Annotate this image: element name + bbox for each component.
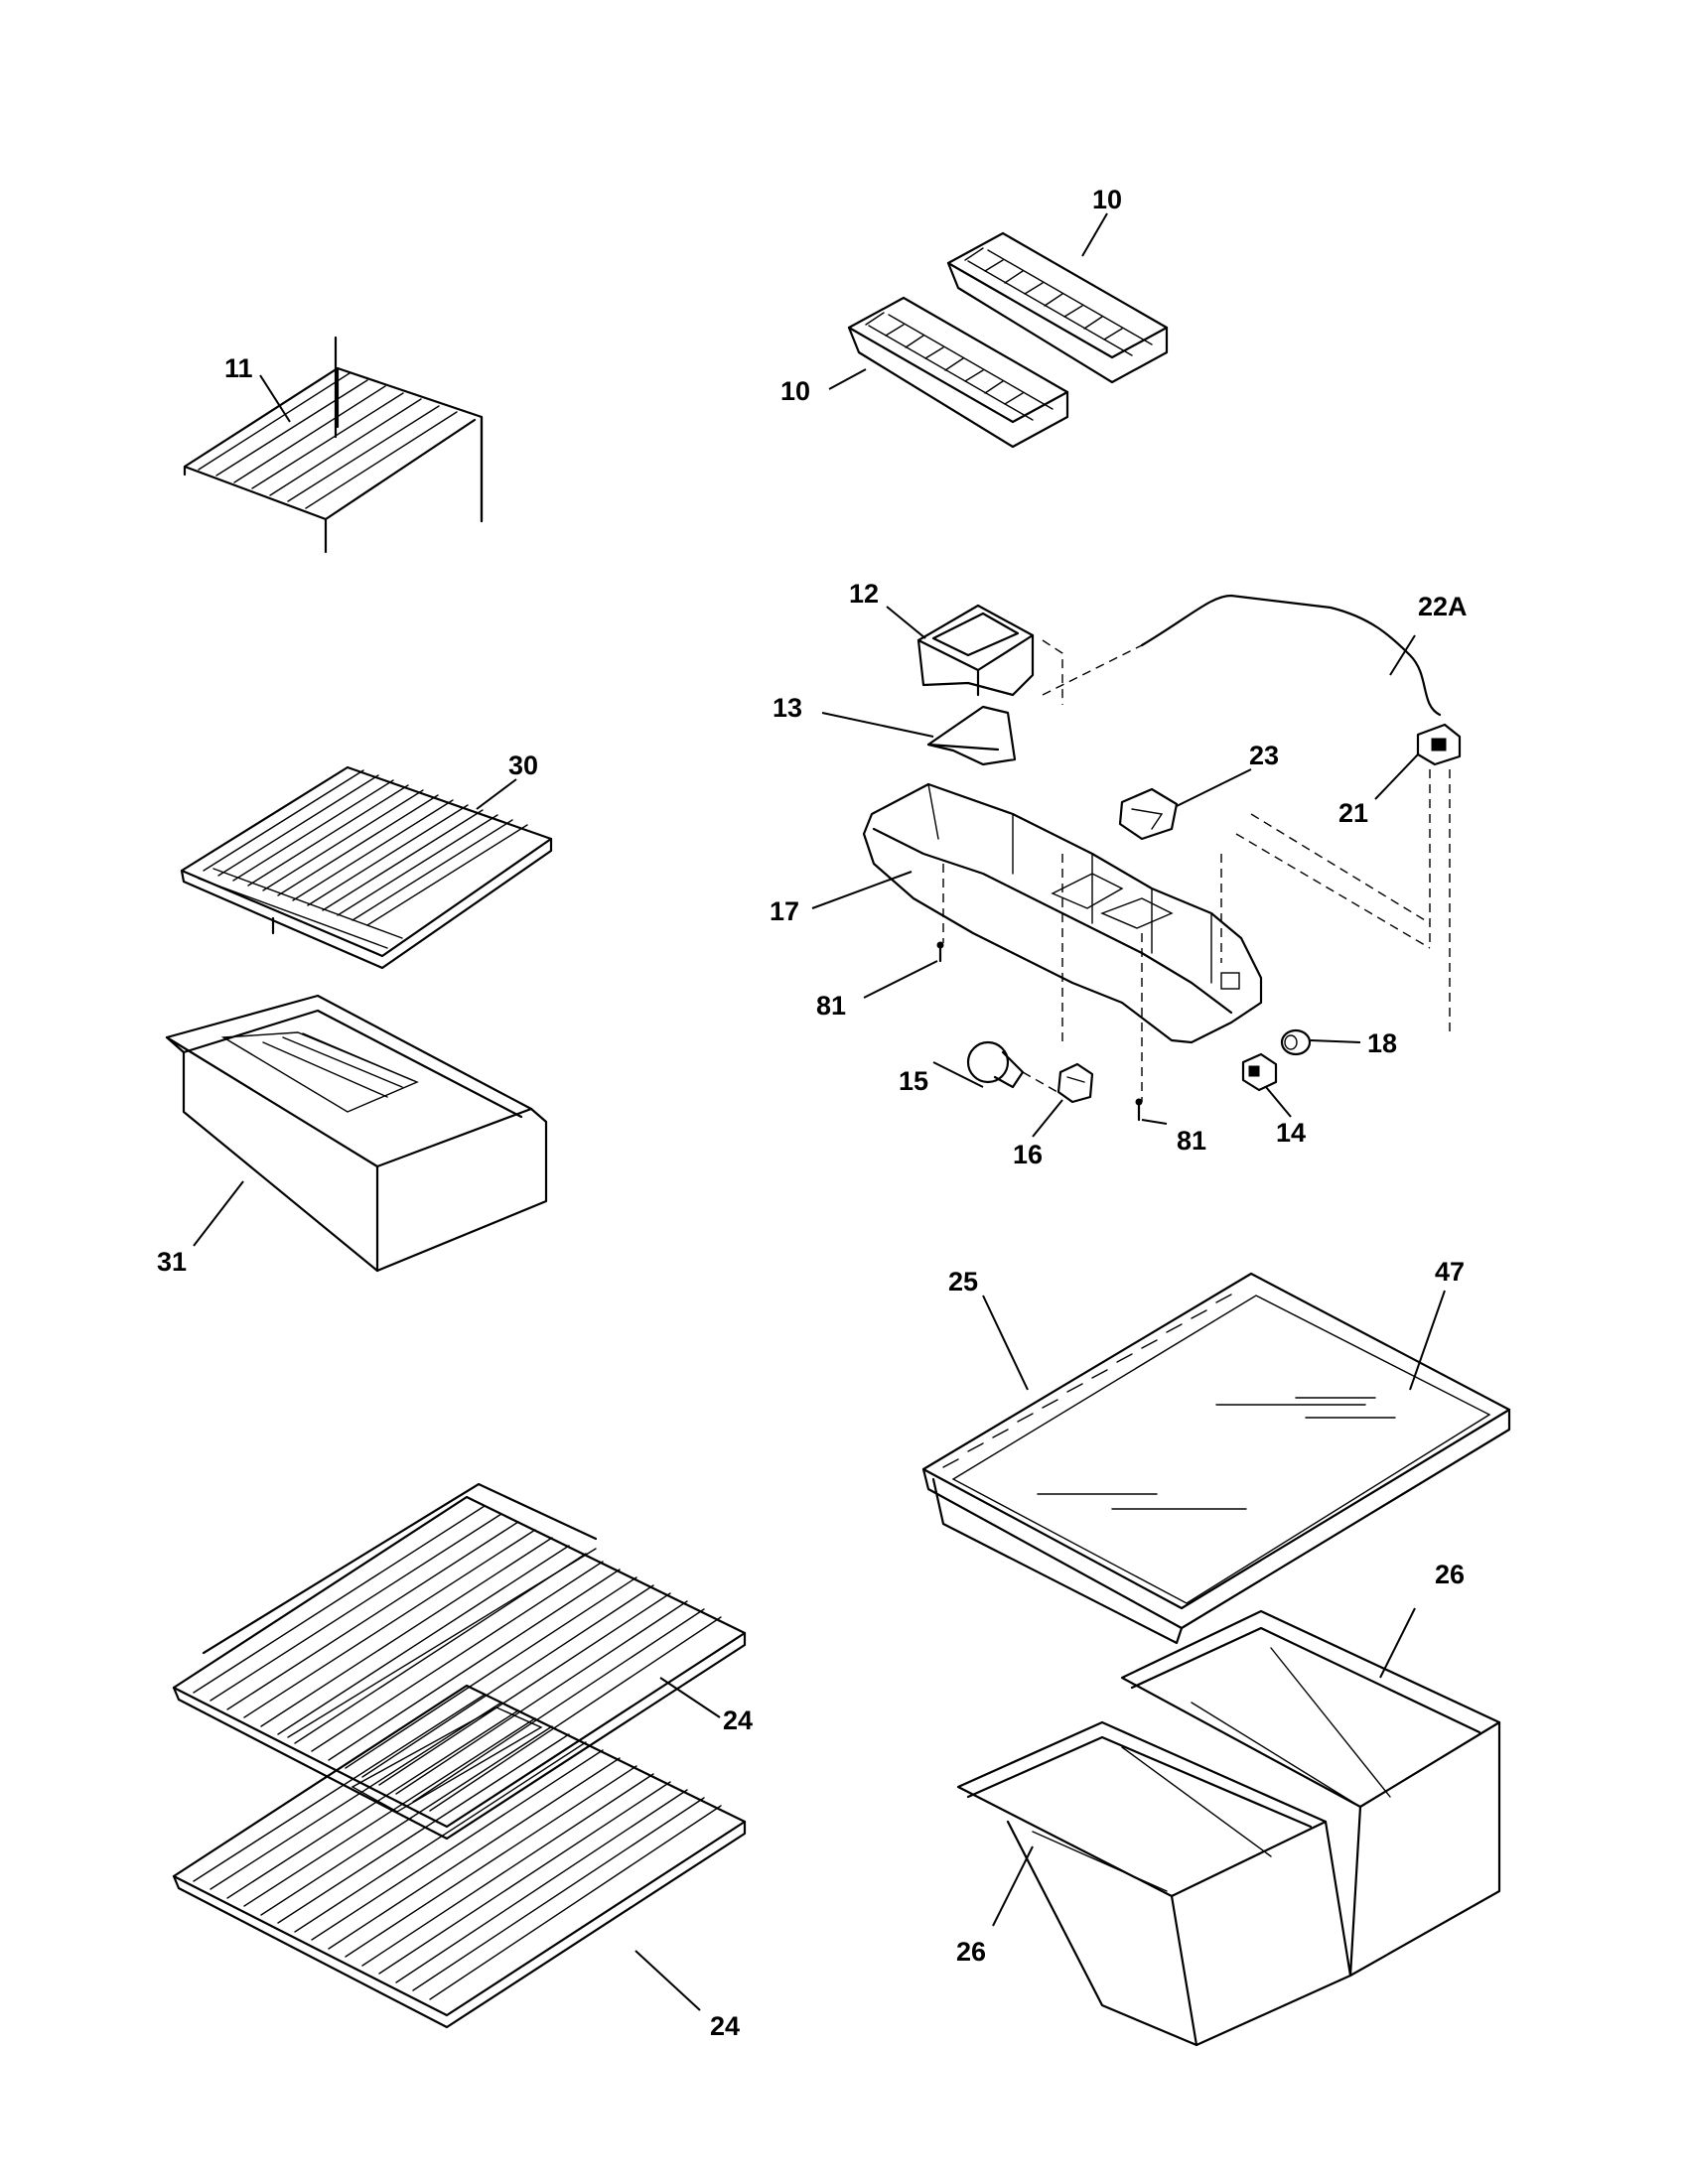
- callout-10-top: 10: [1092, 185, 1122, 214]
- callout-17: 17: [770, 896, 799, 926]
- part-12-light-shield: [916, 604, 1035, 697]
- part-15-light-bulb: [966, 1040, 1025, 1089]
- callout-26-top: 26: [1435, 1560, 1465, 1589]
- callout-16: 16: [1013, 1140, 1043, 1169]
- callout-26-bottom: 26: [956, 1937, 986, 1967]
- part-22a-harness: [1140, 594, 1442, 717]
- part-47-glass-insert: [951, 1295, 1491, 1604]
- callout-21: 21: [1338, 798, 1368, 828]
- callout-11: 11: [224, 353, 253, 383]
- part-24-wire-shelf-upper: [172, 1482, 747, 1841]
- part-30-crisper-cover: [180, 765, 553, 970]
- callout-25: 25: [948, 1267, 978, 1297]
- part-26-drawer-front: [956, 1720, 1352, 2047]
- callout-81-right: 81: [1177, 1126, 1206, 1156]
- callout-24-bottom: 24: [710, 2011, 740, 2041]
- callout-12: 12: [849, 579, 879, 609]
- part-11-wire-rack: [183, 336, 484, 554]
- part-23-thermostat: [1118, 787, 1179, 841]
- part-17-control-housing: [862, 782, 1263, 1044]
- part-21-switch: [1416, 723, 1462, 766]
- part-81-screw-left: [936, 941, 944, 963]
- part-26-drawer-back: [1120, 1609, 1501, 1978]
- part-18-knob: [1280, 1028, 1312, 1056]
- callout-31: 31: [157, 1247, 187, 1277]
- callout-81-left: 81: [816, 991, 846, 1021]
- part-13-lens: [926, 705, 1017, 766]
- callout-30: 30: [508, 751, 538, 780]
- part-31-crisper-drawer: [165, 994, 548, 1273]
- part-10-ice-tray-upper: [946, 231, 1169, 384]
- callout-47: 47: [1435, 1257, 1465, 1287]
- callout-23: 23: [1249, 741, 1279, 770]
- callout-10-bottom: 10: [780, 376, 810, 406]
- part-24-wire-shelf-lower: [172, 1684, 747, 2029]
- part-10-ice-tray-lower: [847, 296, 1069, 449]
- part-25-pan-cover-frame: [921, 1272, 1511, 1645]
- callout-24-top: 24: [723, 1706, 753, 1735]
- part-14-light-switch: [1241, 1052, 1278, 1092]
- callout-14: 14: [1276, 1118, 1306, 1148]
- callout-22a: 22A: [1418, 592, 1468, 621]
- callout-15: 15: [899, 1066, 928, 1096]
- callout-13: 13: [773, 693, 802, 723]
- part-81-screw-right: [1135, 1098, 1143, 1122]
- part-16-socket: [1056, 1062, 1094, 1104]
- callout-18: 18: [1367, 1028, 1397, 1058]
